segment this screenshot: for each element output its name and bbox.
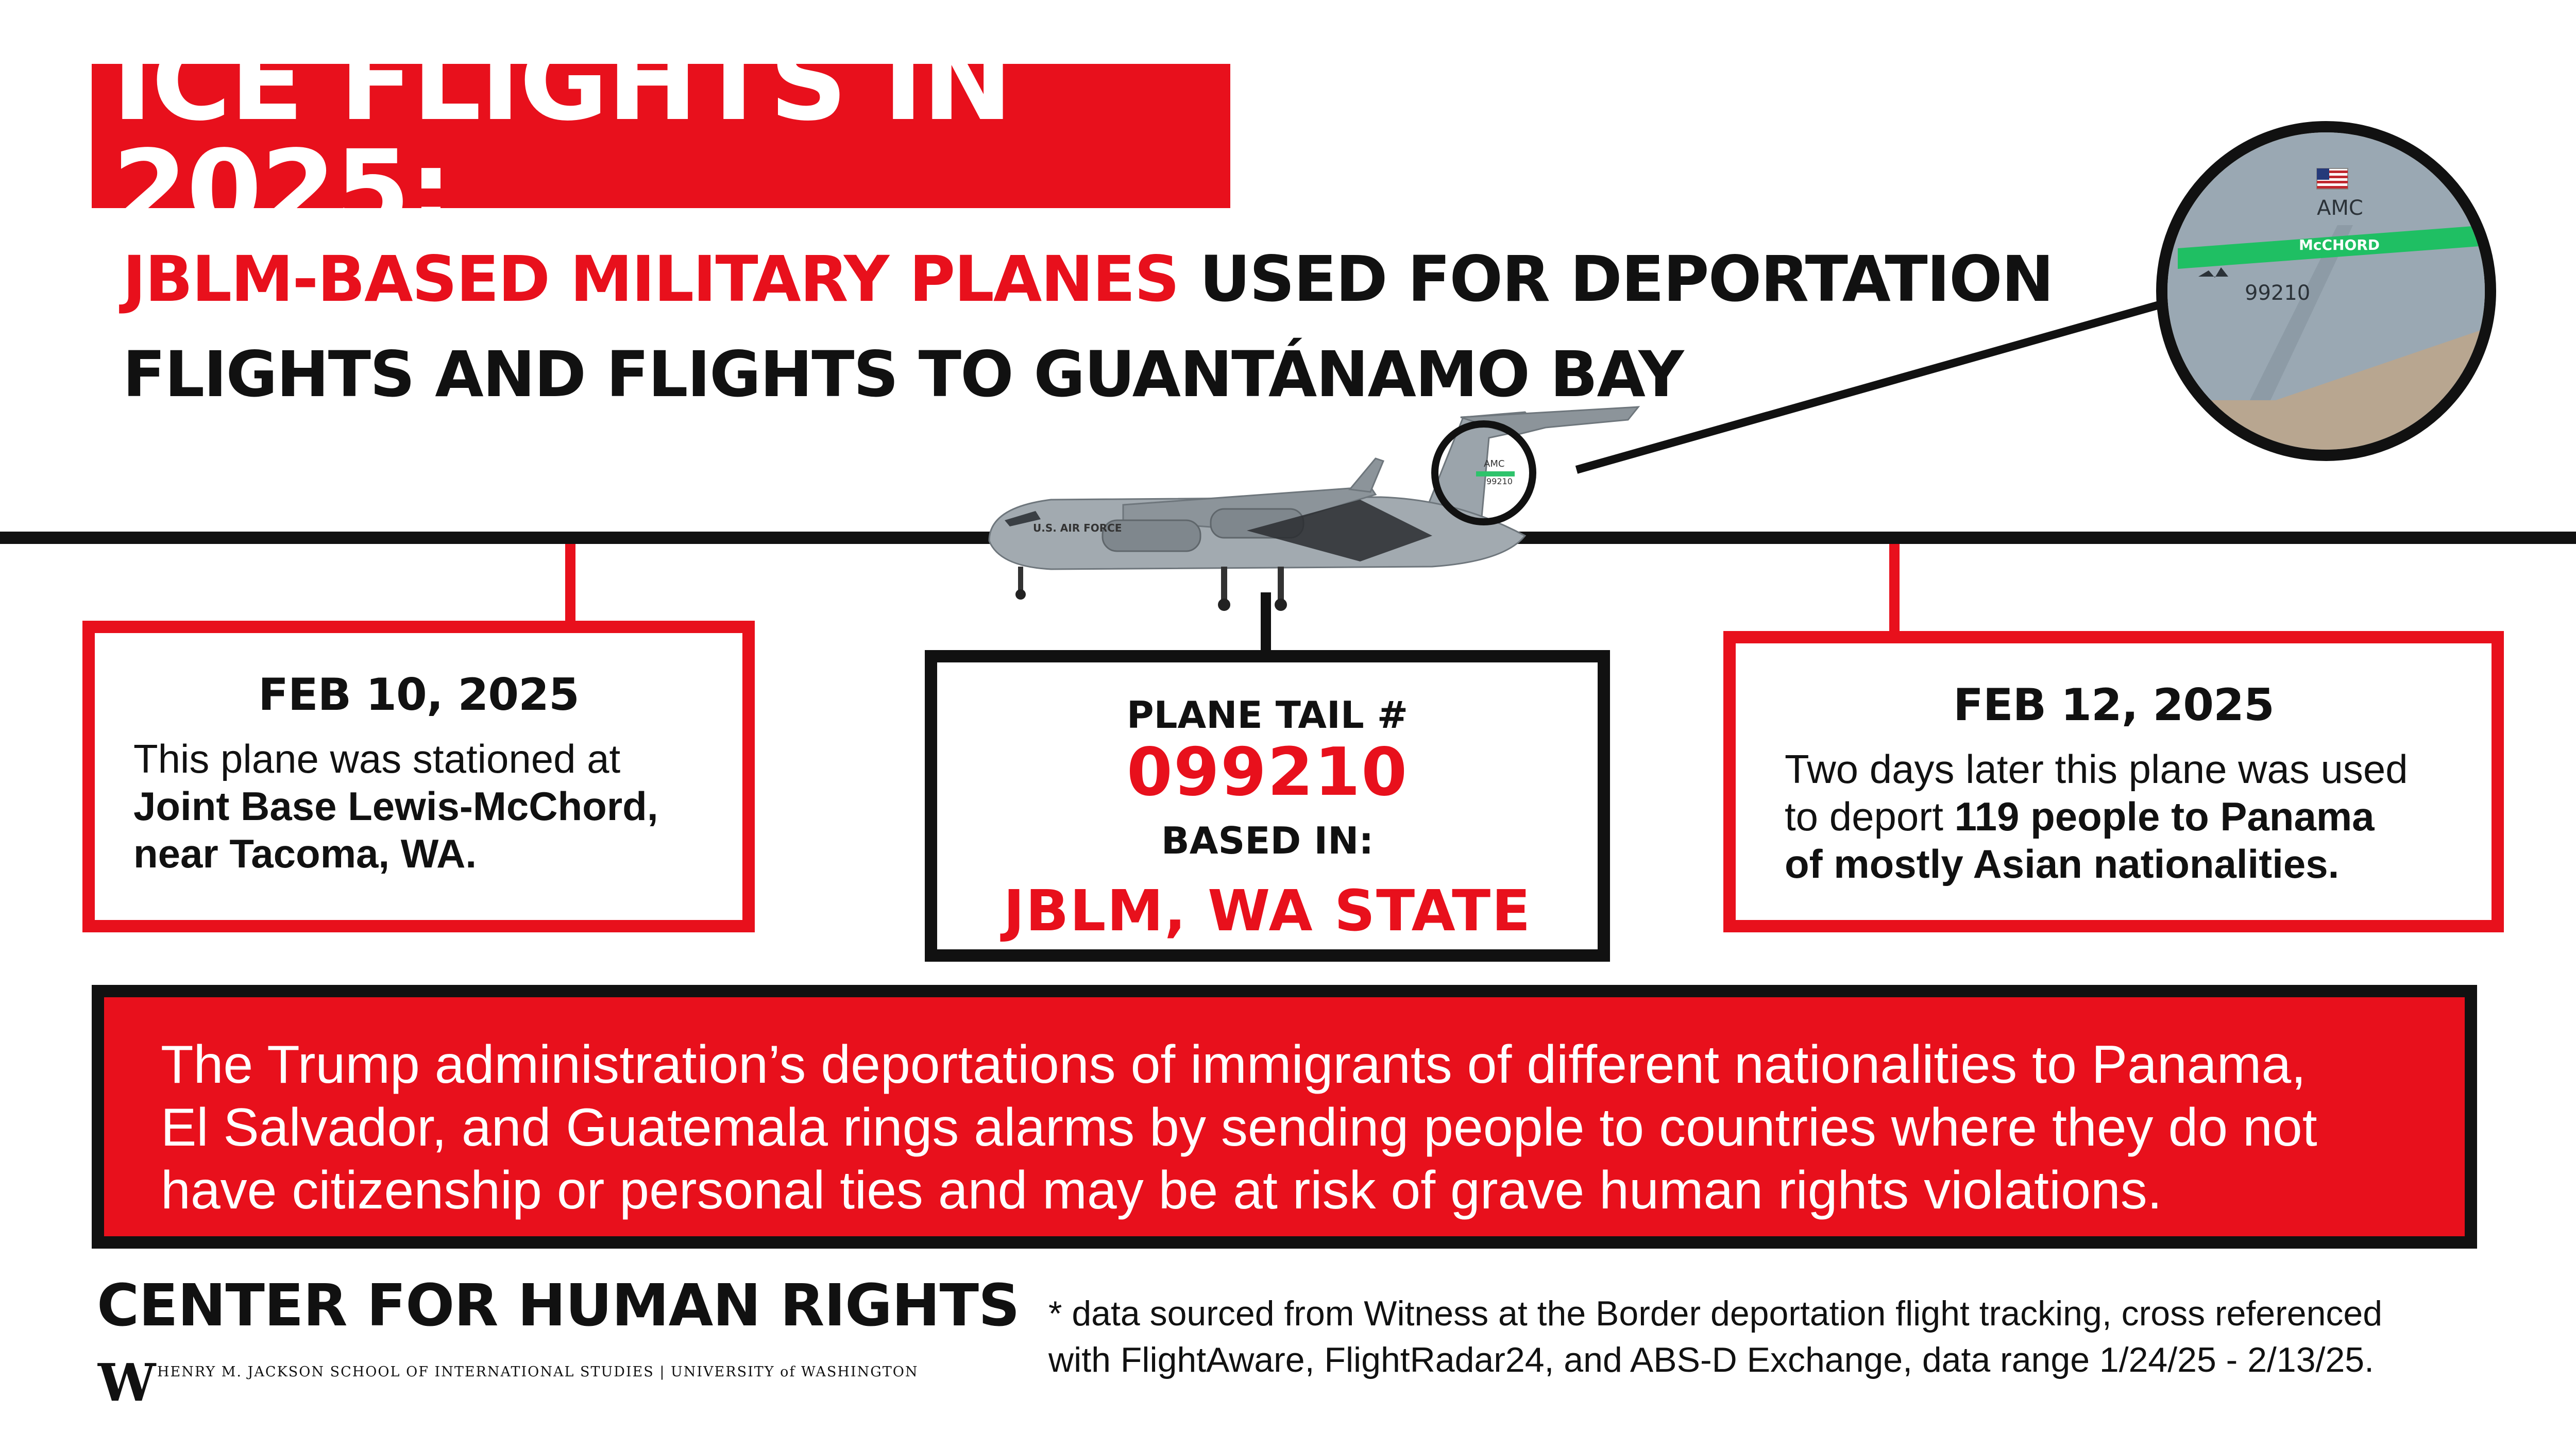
closeup-base-stripe: McCHORD <box>2299 236 2380 253</box>
closeup-command: AMC <box>2317 196 2363 220</box>
subtitle-line-1: JBLM-BASED MILITARY PLANES USED FOR DEPO… <box>123 232 2158 327</box>
statement-box: The Trump administration’s deportations … <box>92 985 2477 1249</box>
right-box-line-2-plain: to deport <box>1785 794 1955 839</box>
left-info-box: FEB 10, 2025 This plane was stationed at… <box>82 621 755 932</box>
c17-plane-illustration: U.S. AIR FORCE AMC 99210 <box>988 406 1640 611</box>
statement-line-1: The Trump administration’s deportations … <box>161 1035 2307 1095</box>
right-box-line-2: to deport 119 people to Panama <box>1785 793 2492 840</box>
based-in-value: JBLM, WA STATE <box>1003 878 1532 944</box>
page-title: ICE FLIGHTS IN 2025: <box>112 19 1013 253</box>
tail-closeup-circle: AMC McCHORD 99210 <box>2156 121 2496 461</box>
left-connector <box>565 544 575 622</box>
organization-name: CENTER FOR HUMAN RIGHTS <box>97 1272 1020 1339</box>
tail-number-value: 099210 <box>1126 734 1409 811</box>
fuselage-text: U.S. AIR FORCE <box>1033 522 1122 534</box>
left-box-text: This plane was stationed at Joint Base L… <box>133 735 742 877</box>
tail-number-label: PLANE TAIL # <box>1126 693 1409 737</box>
mountain-icon <box>2198 267 2228 278</box>
right-info-box: FEB 12, 2025 Two days later this plane w… <box>1723 631 2504 932</box>
us-flag-icon-stripes <box>2317 168 2348 189</box>
subtitle: JBLM-BASED MILITARY PLANES USED FOR DEPO… <box>123 232 2158 422</box>
statement-line-2: El Salvador, and Guatemala rings alarms … <box>161 1098 2317 1157</box>
statement-line-3: have citizenship or personal ties and ma… <box>161 1161 2162 1220</box>
closeup-number: 99210 <box>2245 281 2310 305</box>
left-box-date: FEB 10, 2025 <box>258 669 580 721</box>
subtitle-highlight: JBLM-BASED MILITARY PLANES <box>123 243 1180 316</box>
right-box-line-2-bold: 119 people to Panama <box>1954 794 2375 839</box>
uw-affiliation: HENRY M. JACKSON SCHOOL OF INTERNATIONAL… <box>157 1364 919 1380</box>
footnote-line-2: with FlightAware, FlightRadar24, and ABS… <box>1048 1340 2374 1379</box>
footnote-line-1: * data sourced from Witness at the Borde… <box>1048 1294 2383 1333</box>
right-box-line-3-bold: of mostly Asian nationalities. <box>1785 841 2340 887</box>
uw-logo: W <box>98 1352 156 1413</box>
right-box-date: FEB 12, 2025 <box>1953 679 2275 731</box>
based-in-label: BASED IN: <box>1161 819 1374 862</box>
right-connector <box>1889 544 1900 633</box>
footnote: * data sourced from Witness at the Borde… <box>1048 1290 2543 1383</box>
left-box-bold-1: Joint Base Lewis-McChord, <box>133 783 658 829</box>
mcchord-stripe <box>2178 225 2485 269</box>
center-info-box: PLANE TAIL # 099210 BASED IN: JBLM, WA S… <box>925 650 1610 962</box>
tail-highlight-circle <box>1431 420 1536 525</box>
subtitle-line-2: FLIGHTS AND FLIGHTS TO GUANTÁNAMO BAY <box>123 338 1684 411</box>
title-banner: ICE FLIGHTS IN 2025: <box>92 28 1230 244</box>
left-box-bold-2: near Tacoma, WA. <box>133 831 477 876</box>
tail-small-command: AMC <box>1484 458 1504 469</box>
right-box-line-3: of mostly Asian nationalities. <box>1785 840 2492 888</box>
center-connector <box>1261 592 1271 654</box>
left-box-line-3: near Tacoma, WA. <box>133 830 742 877</box>
left-box-line-1: This plane was stationed at <box>133 736 621 781</box>
right-box-line-1: Two days later this plane was used <box>1785 746 2408 792</box>
left-box-line-2: Joint Base Lewis-McChord, <box>133 782 742 830</box>
subtitle-rest: USED FOR DEPORTATION <box>1178 243 2054 316</box>
tail-small-number: 99210 <box>1486 476 1513 486</box>
right-box-text: Two days later this plane was used to de… <box>1785 745 2492 888</box>
